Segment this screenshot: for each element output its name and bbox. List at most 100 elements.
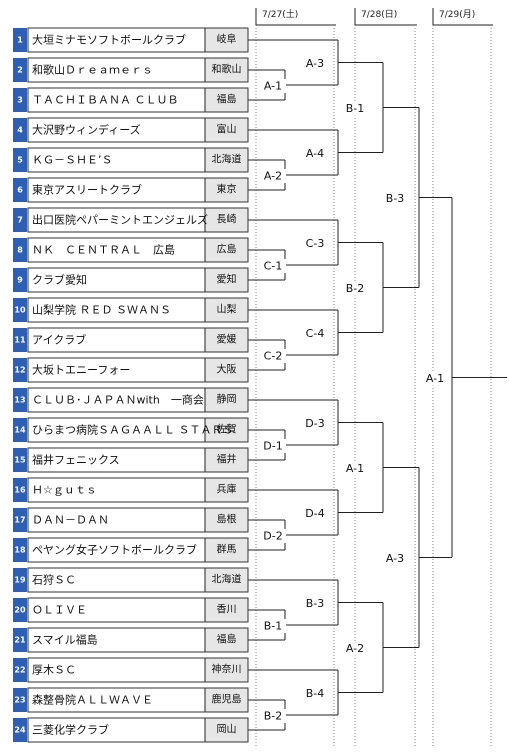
team-name: ＣＬＵＢ･ＪＡＰＡＮwith 一商会 xyxy=(32,393,204,407)
seed-badge xyxy=(13,448,27,472)
team-name: 山梨学院 ＲＥＤ ＳＷＡＮＳ xyxy=(32,303,171,317)
team-name: 福井フェニックス xyxy=(32,453,120,467)
match-label-bg xyxy=(260,349,286,363)
match-label: A-3 xyxy=(306,57,324,70)
match-label-bg xyxy=(302,416,328,431)
seed-badge xyxy=(13,598,27,622)
pref-cell xyxy=(205,448,248,472)
match-label: B-3 xyxy=(306,597,325,610)
seed-number: 5 xyxy=(17,156,23,165)
match-label-bg xyxy=(260,439,286,453)
seed-number: 19 xyxy=(14,576,26,585)
prefecture: 群馬 xyxy=(217,543,237,556)
pref-cell xyxy=(205,118,248,142)
seed-number: 10 xyxy=(14,306,26,315)
pref-cell xyxy=(205,58,248,82)
pref-cell xyxy=(205,88,248,112)
pref-cell xyxy=(205,538,248,562)
pref-cell xyxy=(205,688,248,712)
pref-cell xyxy=(205,568,248,592)
match-label: D-1 xyxy=(263,440,282,453)
pref-cell xyxy=(205,208,248,232)
prefecture: 愛知 xyxy=(217,273,237,286)
prefecture: 東京 xyxy=(217,183,237,196)
match-label-bg xyxy=(382,191,408,206)
bracket-lines xyxy=(248,39,507,731)
pref-cell xyxy=(205,238,248,262)
seed-badge xyxy=(13,148,27,172)
seed-number: 21 xyxy=(14,636,26,645)
match-label-bg xyxy=(302,686,328,701)
match-label-bg xyxy=(302,56,328,71)
team-name: ＫＧ－ＳＨＥ’Ｓ xyxy=(32,154,113,167)
team-name: 厚木ＳＣ xyxy=(32,664,76,677)
prefecture: 島根 xyxy=(217,513,237,526)
seed-badge xyxy=(13,88,27,112)
team-name: 東京アスリートクラブ xyxy=(32,183,142,197)
seed-number: 23 xyxy=(14,696,25,705)
team-row: 22 厚木ＳＣ 神奈川 xyxy=(13,657,249,683)
match-label: D-2 xyxy=(263,530,282,543)
match-label-bg xyxy=(260,529,286,543)
prefecture: 兵庫 xyxy=(217,483,237,496)
prefecture: 北海道 xyxy=(212,573,242,586)
seed-number: 8 xyxy=(17,246,23,255)
pref-cell xyxy=(205,628,248,652)
pref-cell xyxy=(205,478,248,502)
seed-badge xyxy=(13,508,27,532)
prefecture: 大阪 xyxy=(217,363,237,376)
match-label: A-2 xyxy=(346,642,364,655)
team-name: ＴＡＣＨＩＢＡＮＡ ＣＬＵＢ xyxy=(32,94,179,107)
team-name: ＮＫ ＣＥＮＴＲＡＬ 広島 xyxy=(32,243,175,257)
pref-cell xyxy=(205,148,248,172)
team-name: クラブ愛知 xyxy=(32,273,87,287)
seed-badge xyxy=(13,388,27,412)
prefecture: 岐阜 xyxy=(217,33,237,46)
seed-number: 20 xyxy=(14,606,26,615)
seed-badge xyxy=(13,268,27,292)
seed-badge xyxy=(13,568,27,592)
team-name: Ｈ☆ｇｕｔｓ xyxy=(32,484,97,497)
match-label: C-2 xyxy=(264,350,283,363)
match-label: B-4 xyxy=(306,687,325,700)
match-label: C-3 xyxy=(306,237,325,250)
match-label: A-1 xyxy=(264,80,282,93)
prefecture: 神奈川 xyxy=(212,663,242,676)
match-label: D-3 xyxy=(305,417,324,430)
match-label-bg xyxy=(302,146,328,161)
seed-badge xyxy=(13,238,27,262)
pref-cell xyxy=(205,298,248,322)
match-labels: A-1A-2A-3A-4B-1C-1C-2C-3C-4B-2D-1D-2D-3D… xyxy=(260,56,448,723)
seed-badge xyxy=(13,58,27,82)
prefecture: 福島 xyxy=(217,633,237,646)
pref-cell xyxy=(205,508,248,532)
match-label: C-1 xyxy=(264,260,283,273)
seed-number: 22 xyxy=(14,666,25,675)
match-label-bg xyxy=(302,236,328,251)
seed-badge xyxy=(13,358,27,382)
day-label: 7/29(月) xyxy=(439,9,475,20)
seed-badge xyxy=(13,688,27,712)
prefecture: 富山 xyxy=(217,123,237,136)
seed-number: 2 xyxy=(17,66,23,75)
match-label-bg xyxy=(260,169,286,183)
pref-cell xyxy=(205,598,248,622)
team-name: 大沢野ウィンディーズ xyxy=(32,123,141,137)
match-label-bg xyxy=(302,326,328,341)
day-headers: 7/27(土)7/28(日)7/29(月) xyxy=(255,8,493,748)
day-label: 7/27(土) xyxy=(262,8,298,20)
seed-number: 1 xyxy=(17,36,23,45)
pref-cell xyxy=(205,718,248,742)
seed-badge xyxy=(13,208,27,232)
seed-badge xyxy=(13,118,27,142)
